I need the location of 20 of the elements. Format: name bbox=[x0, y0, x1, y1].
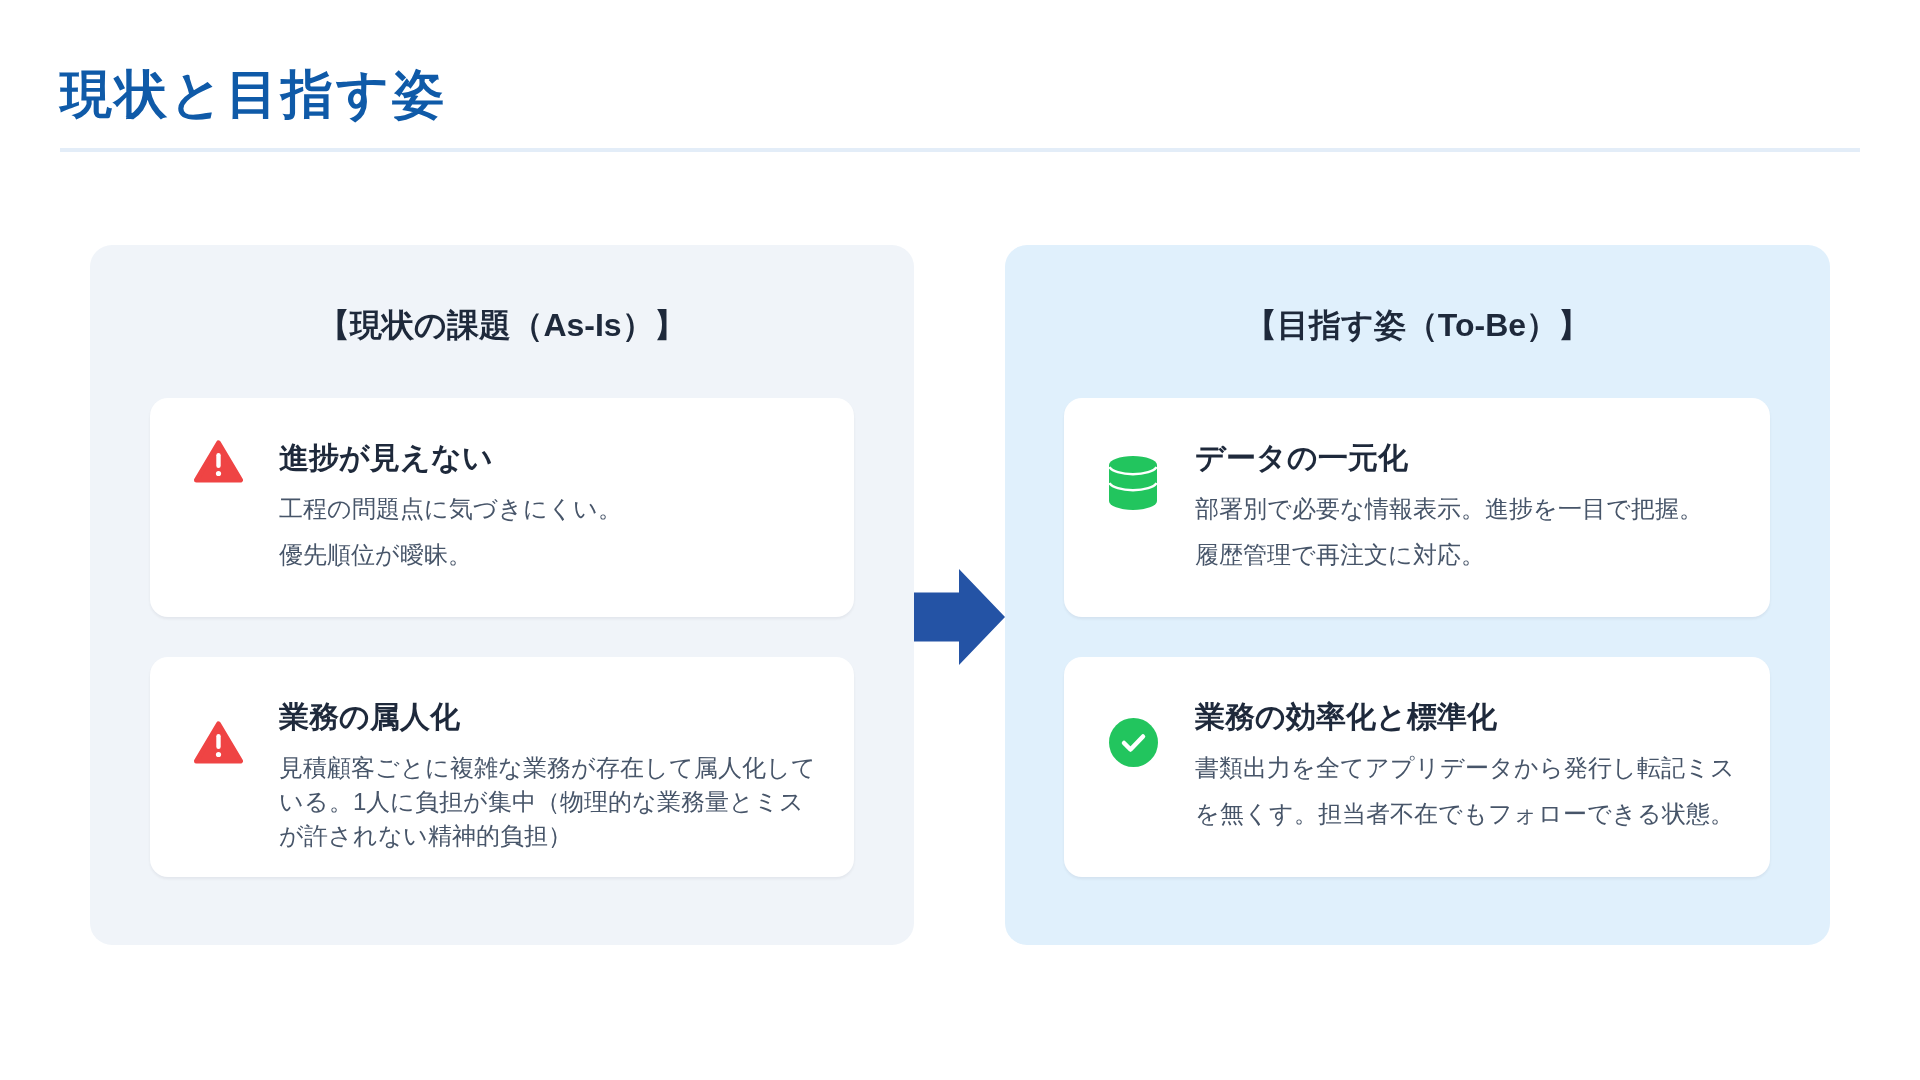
card bbox=[1064, 398, 1770, 617]
card-description: 履歴管理で再注文に対応。 bbox=[1195, 540, 1486, 570]
card-title: データの一元化 bbox=[1195, 440, 1408, 476]
card-title: 業務の属人化 bbox=[279, 699, 460, 735]
panel-heading: 【現状の課題（As-Is）】 bbox=[318, 306, 686, 345]
card-description: 工程の問題点に気づきにくい。 bbox=[279, 494, 623, 524]
card bbox=[150, 398, 854, 617]
card-description: 優先順位が曖昧。 bbox=[279, 540, 473, 570]
panel bbox=[90, 245, 914, 945]
card-description: 書類出力を全てアプリデータから発行し転記ミスを無くす。担当者不在でもフォローできる状態。 bbox=[1195, 753, 1736, 829]
page-title: 現状と目指す姿 bbox=[60, 64, 447, 125]
card bbox=[1064, 657, 1770, 877]
arrow bbox=[914, 569, 1005, 665]
card-title: 業務の効率化と標準化 bbox=[1195, 699, 1497, 735]
panel-heading: 【目指す姿（To-Be）】 bbox=[1244, 306, 1591, 345]
card-description: 見積顧客ごとに複雑な業務が存在して属人化している。1人に負担が集中（物理的な業務量とミスが許されない精神的負担） bbox=[279, 753, 817, 851]
panel bbox=[1005, 245, 1830, 945]
card-title: 進捗が見えない bbox=[279, 440, 493, 476]
card bbox=[150, 657, 854, 877]
card-description: 部署別で必要な情報表示。進捗を一目で把握。 bbox=[1195, 494, 1704, 524]
